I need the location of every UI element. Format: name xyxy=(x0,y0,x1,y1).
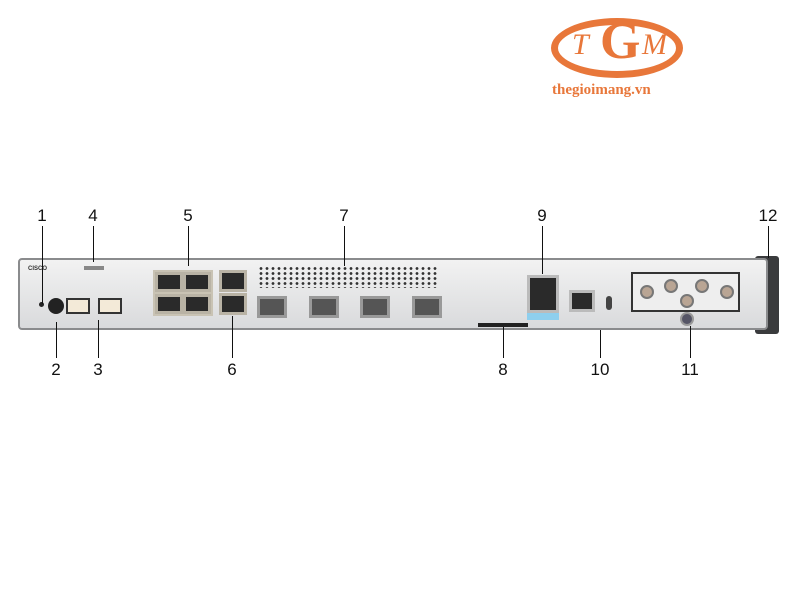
power-input-b xyxy=(98,298,122,314)
callout-line xyxy=(344,226,345,266)
logo-letter-m: M xyxy=(642,28,667,61)
rj45-port xyxy=(183,272,211,292)
pull-tab xyxy=(478,323,528,327)
rj45-port xyxy=(183,294,211,314)
callout-11: 11 xyxy=(681,360,699,379)
callout-line xyxy=(600,330,601,358)
usb-c-port xyxy=(606,296,612,310)
management-port xyxy=(569,290,595,312)
sfp-port xyxy=(309,296,339,318)
callout-2: 2 xyxy=(51,360,61,379)
callout-8: 8 xyxy=(498,360,508,379)
callout-line xyxy=(503,327,504,358)
power-input-a xyxy=(66,298,90,314)
callout-line xyxy=(42,226,43,304)
ventilation-grille xyxy=(258,266,438,288)
callout-line xyxy=(768,226,769,258)
callout-9: 9 xyxy=(537,206,547,225)
bnc-connector xyxy=(664,279,678,293)
sfp-port xyxy=(412,296,442,318)
power-switch[interactable] xyxy=(48,298,64,314)
logo-letter-t: T xyxy=(572,28,589,61)
callout-line xyxy=(98,320,99,358)
status-leds xyxy=(84,266,104,270)
callout-12: 12 xyxy=(758,206,778,225)
callout-6: 6 xyxy=(227,360,237,379)
logo-letter-g: G xyxy=(600,13,641,70)
rj45-port xyxy=(219,270,247,292)
callout-line xyxy=(232,316,233,358)
callout-line xyxy=(93,226,94,262)
callout-1: 1 xyxy=(37,206,47,225)
sfp-port xyxy=(360,296,390,318)
rj45-port xyxy=(219,293,247,315)
callout-10: 10 xyxy=(590,360,610,379)
bnc-connector xyxy=(720,285,734,299)
console-label xyxy=(527,313,559,320)
sfp-port xyxy=(257,296,287,318)
callout-line xyxy=(188,226,189,266)
bnc-connector xyxy=(680,294,694,308)
watermark-site: thegioimang.vn xyxy=(552,82,651,98)
callout-line xyxy=(690,326,691,358)
callout-7: 7 xyxy=(339,206,349,225)
bnc-connector xyxy=(640,285,654,299)
reset-button[interactable] xyxy=(39,302,44,307)
watermark-logo xyxy=(551,18,683,78)
callout-5: 5 xyxy=(183,206,193,225)
callout-3: 3 xyxy=(93,360,103,379)
callout-4: 4 xyxy=(88,206,98,225)
ground-screw xyxy=(680,312,694,326)
cisco-logo: CISCO xyxy=(28,266,48,272)
rj45-port xyxy=(155,272,183,292)
rj45-port xyxy=(155,294,183,314)
callout-line xyxy=(56,322,57,358)
callout-line xyxy=(542,226,543,274)
console-port xyxy=(527,275,559,313)
bnc-connector xyxy=(695,279,709,293)
